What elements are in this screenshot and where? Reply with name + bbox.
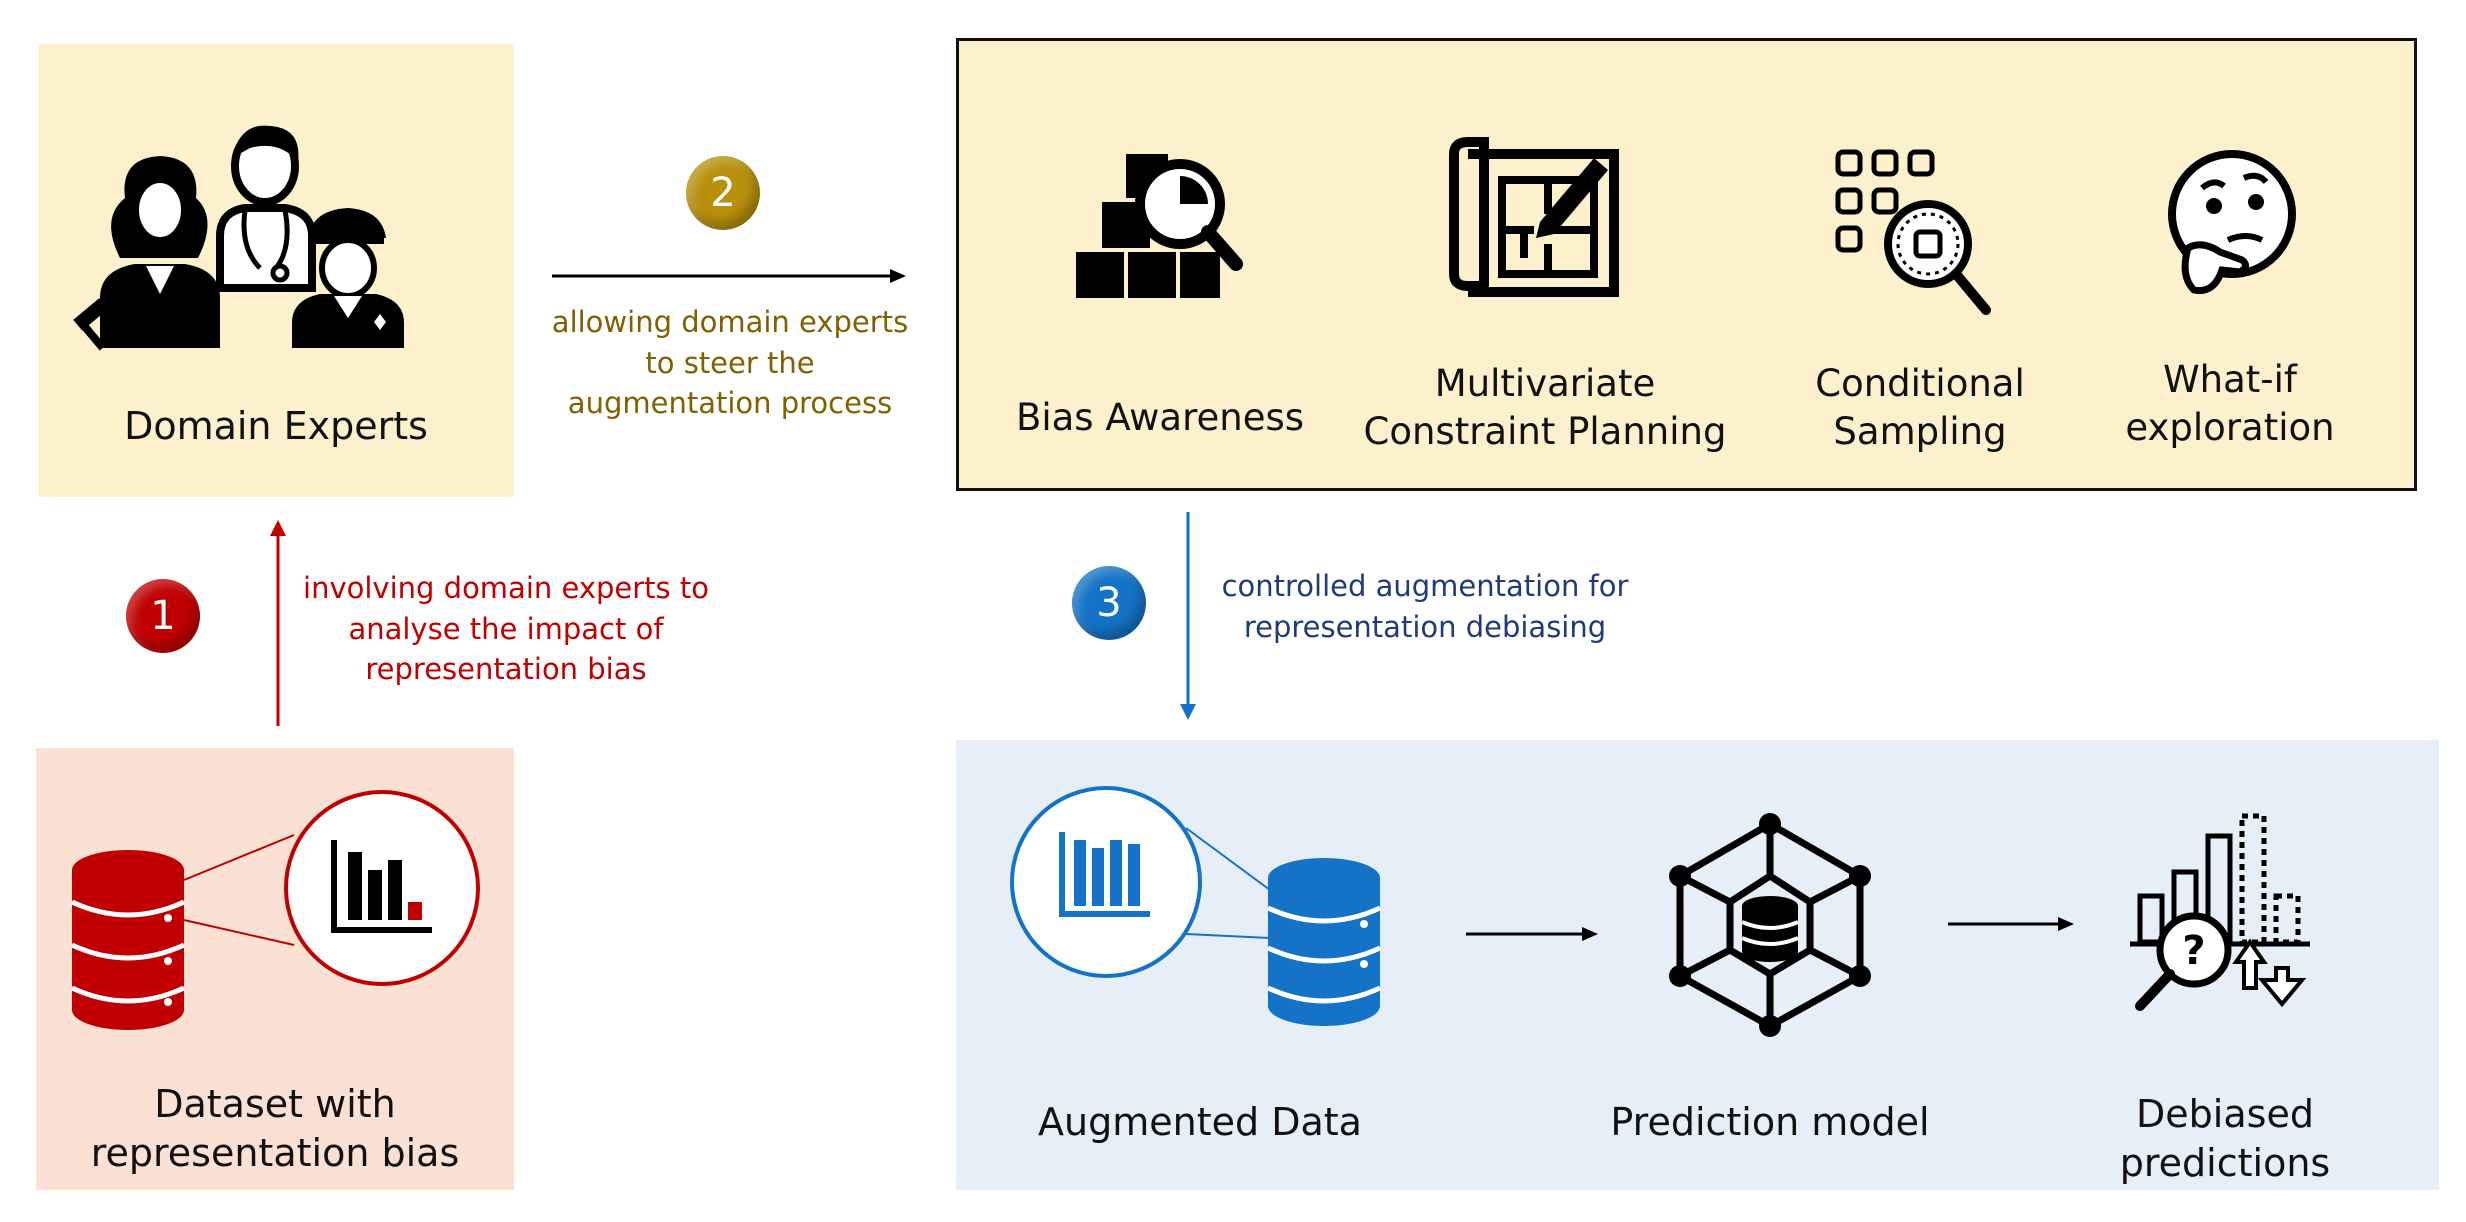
debiased-predictions-icon: ? xyxy=(2130,813,2310,1011)
police-icon xyxy=(292,208,404,348)
step1-badge: 1 xyxy=(126,579,200,653)
augmented-data-label: Augmented Data xyxy=(1038,1100,1362,1144)
grid-magnifier-icon xyxy=(1835,149,1991,315)
arrow-to-debiased xyxy=(1948,917,2074,931)
step2-badge: 2 xyxy=(686,156,760,230)
doctor-icon xyxy=(216,125,316,292)
blueprint-pencil-icon xyxy=(1449,137,1619,297)
svg-text:?: ? xyxy=(2182,928,2205,974)
step1-arrow xyxy=(270,520,286,726)
augmented-data-icon xyxy=(1010,786,1382,1026)
domain-experts-label: Domain Experts xyxy=(124,404,428,448)
prediction-model-icon xyxy=(1669,813,1871,1037)
prediction-model-label: Prediction model xyxy=(1610,1100,1930,1144)
step2-arrow xyxy=(552,269,906,283)
step3-arrow xyxy=(1180,512,1196,720)
database-icon xyxy=(1266,858,1382,1026)
database-icon xyxy=(70,850,186,1030)
domain-experts-icon xyxy=(73,125,404,351)
biased-dataset-icon xyxy=(70,790,480,1030)
biased-bar-chart-icon xyxy=(284,790,480,986)
database-icon xyxy=(1741,896,1799,962)
debiased-predictions-label: Debiased predictions xyxy=(2119,1092,2331,1186)
arrow-to-model xyxy=(1466,927,1598,941)
tool-label-bias-awareness: Bias Awareness xyxy=(1015,396,1305,439)
thinking-face-icon xyxy=(2168,150,2296,295)
boxes-magnifier-icon xyxy=(1076,154,1243,298)
balanced-bar-chart-icon xyxy=(1010,786,1202,978)
judge-icon xyxy=(73,156,220,351)
step3-badge: 3 xyxy=(1072,566,1146,640)
